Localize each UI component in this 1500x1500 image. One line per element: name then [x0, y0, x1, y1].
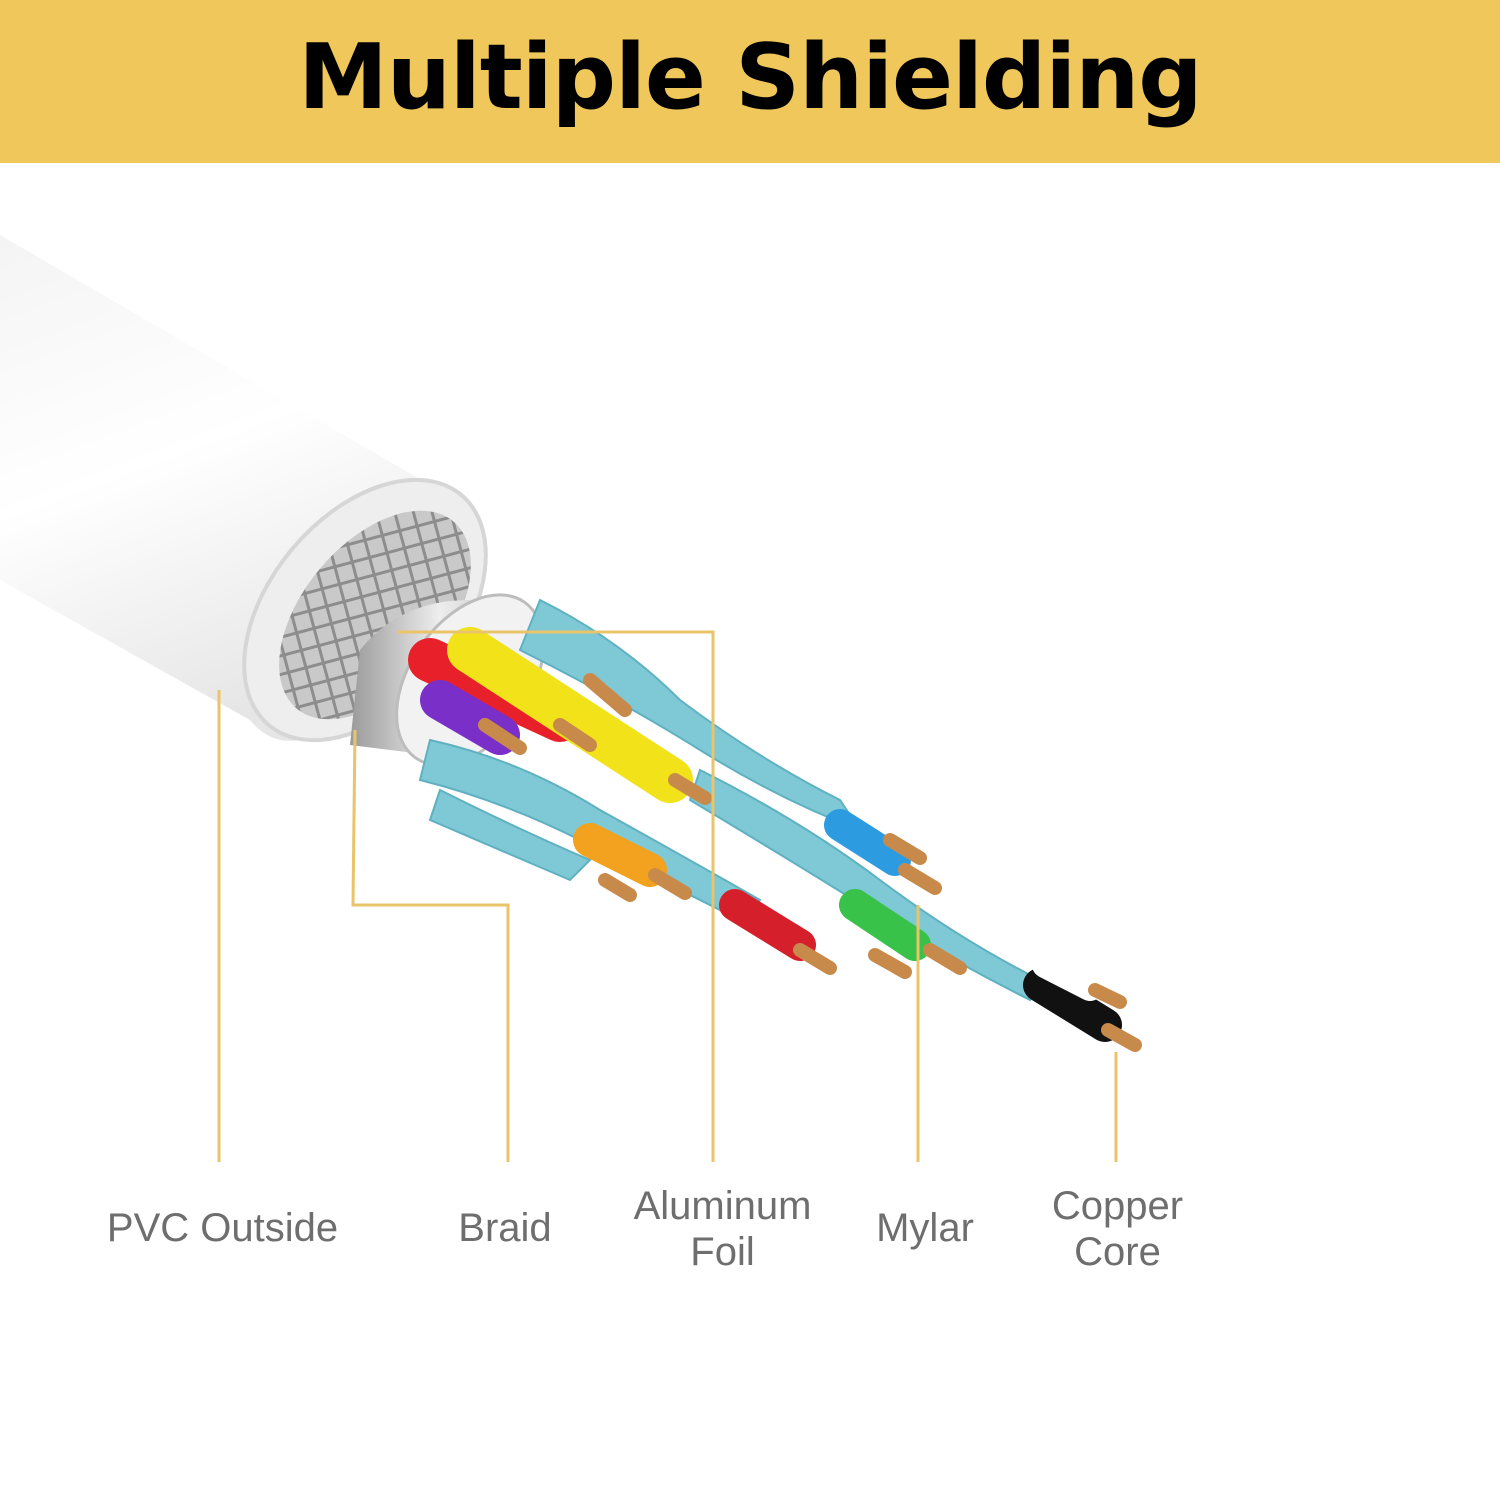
- label-aluminum-foil: Aluminum Foil: [610, 1183, 835, 1275]
- copper-cores: [478, 673, 1142, 1052]
- label-foil-line-2: Foil: [690, 1230, 755, 1274]
- label-pvc-line-1: PVC Outside: [106, 1206, 339, 1250]
- label-copper-core: Copper Core: [1020, 1183, 1215, 1275]
- label-pvc-outside: PVC Outside: [90, 1205, 355, 1251]
- label-copper-line-1: Copper: [1051, 1184, 1184, 1228]
- label-foil-line-1: Aluminum: [633, 1184, 812, 1228]
- header-banner: Multiple Shielding: [0, 0, 1500, 163]
- foil-leader-line: [397, 630, 715, 1162]
- braid-leader-line: [351, 729, 510, 1162]
- label-mylar-line-1: Mylar: [876, 1206, 974, 1250]
- label-braid-line-1: Braid: [458, 1206, 552, 1250]
- leader-lines: [217, 630, 1118, 1162]
- label-copper-line-2: Core: [1074, 1230, 1161, 1274]
- colored-wires: [408, 627, 1122, 1042]
- page-title: Multiple Shielding: [298, 25, 1202, 130]
- label-braid: Braid: [430, 1205, 580, 1251]
- label-mylar: Mylar: [850, 1205, 1000, 1251]
